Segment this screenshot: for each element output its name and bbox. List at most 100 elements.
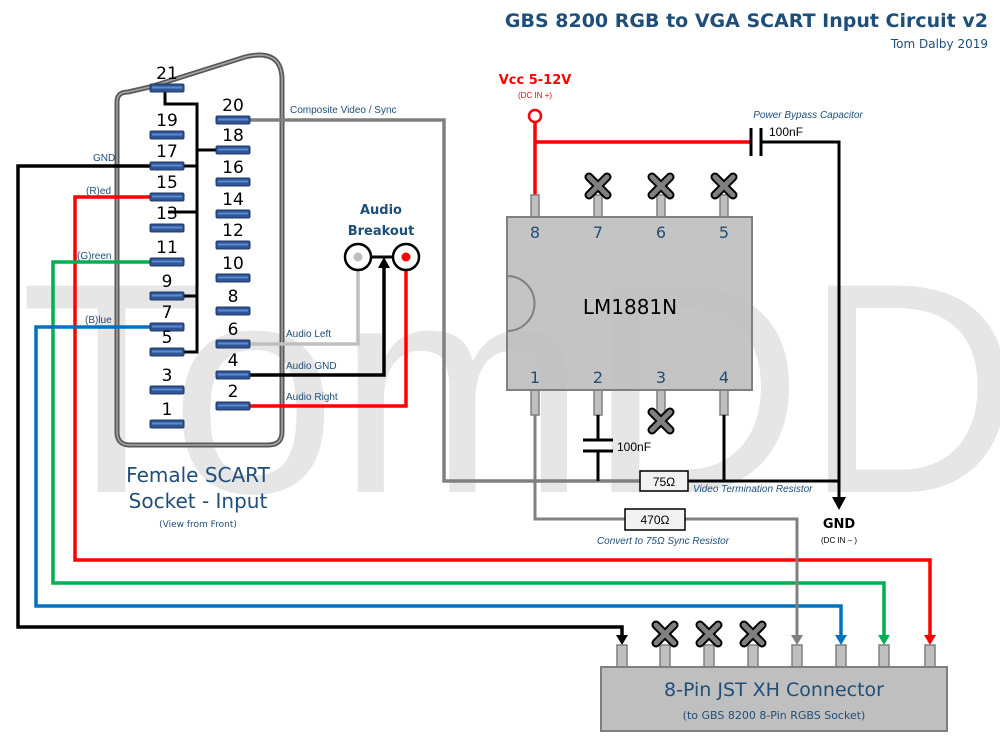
scart-left-pins: 21 19 17 15 13 11 9 7 5 3 1 [149, 64, 185, 429]
connector-pin [659, 644, 671, 668]
ic-pin-number: 2 [593, 368, 603, 387]
ic-leg-top [656, 194, 666, 218]
no-connect-icon [739, 620, 767, 648]
scart-pin-label: 21 [156, 64, 178, 84]
resistor-470-label: Convert to 75Ω Sync Resistor [597, 536, 730, 547]
wire-blue [34, 325, 843, 638]
vcc-terminal [527, 108, 543, 124]
connector-pin [703, 644, 715, 668]
vcc-note: (DC IN +) [518, 91, 552, 100]
jst-connector-body [600, 666, 948, 732]
scart-pin-label: 17 [156, 142, 178, 162]
wire-audio-gnd [250, 265, 386, 377]
scart-pin-label: 18 [222, 126, 244, 146]
bypass-cap-title: Power Bypass Capacitor [753, 110, 863, 121]
scart-pin-label: 4 [228, 351, 239, 371]
resistor-470 [624, 508, 686, 531]
scart-pin-label: 9 [162, 272, 173, 292]
ic-leg-bottom [719, 389, 729, 416]
wire-composite [250, 118, 640, 483]
ic-pin-number: 4 [719, 368, 729, 387]
ic-body [506, 216, 753, 391]
resistor-75-label: Video Termination Resistor [693, 484, 813, 495]
ic-pin-number: 7 [593, 223, 603, 242]
scart-pin-label: 20 [222, 96, 244, 116]
scart-caption-1: Female SCART [126, 463, 270, 487]
no-connect-icon [647, 407, 675, 435]
scart-pin-label: 13 [156, 204, 178, 224]
audio-title-1: Audio [360, 203, 402, 218]
no-connect-icon [710, 172, 738, 200]
no-connect-icon [647, 172, 675, 200]
scart-pin-label: 15 [156, 173, 178, 193]
scart-pin-label: 16 [222, 158, 244, 178]
page-title: GBS 8200 RGB to VGA SCART Input Circuit … [505, 10, 988, 32]
wire-audio-right [250, 265, 408, 408]
bypass-cap-value: 100nF [769, 125, 803, 139]
arrow-conn-sync [791, 635, 803, 645]
author-label: Tom Dalby 2019 [890, 37, 988, 51]
connector-pin [924, 644, 936, 668]
wire-green [51, 260, 886, 638]
wire-red [73, 195, 932, 638]
ic-legs [530, 172, 738, 435]
label-audio-gnd: Audio GND [286, 361, 337, 372]
arrow-conn-green [878, 635, 890, 645]
scart-pin-label: 2 [228, 382, 239, 402]
scart-pin-label: 11 [156, 238, 178, 258]
ic-leg-top [530, 194, 540, 218]
scart-pin-label: 19 [156, 111, 178, 131]
no-connect-icon [584, 172, 612, 200]
connector-pin [747, 644, 759, 668]
bypass-capacitor [749, 128, 763, 156]
scart-pin-label: 6 [228, 320, 239, 340]
audio-jacks [343, 242, 421, 272]
scart-pin-label: 1 [162, 400, 173, 420]
scart-pin-label: 7 [162, 303, 173, 323]
arrow-conn-red [924, 635, 936, 645]
scart-pin-label: 5 [162, 328, 173, 348]
resistor-75-value: 75Ω [653, 475, 675, 489]
pin2-cap-value: 100nF [617, 440, 651, 454]
label-audio-left: Audio Left [286, 329, 331, 340]
ic-pin-number: 6 [656, 223, 666, 242]
arrow-conn-gnd [616, 635, 628, 645]
scart-pin-label: 14 [222, 190, 244, 210]
ic-notch [506, 275, 536, 332]
wire-sync-out [685, 517, 799, 638]
label-composite: Composite Video / Sync [290, 105, 397, 116]
ic-pin-number: 3 [656, 368, 666, 387]
resistor-75 [639, 470, 689, 492]
scart-caption-2: Socket - Input [129, 489, 268, 513]
label-audio-right: Audio Right [286, 392, 338, 403]
connector-pin [878, 644, 890, 668]
ic-name: LM1881N [583, 295, 677, 319]
vcc-label: Vcc 5-12V [499, 73, 572, 88]
connector-subtitle: (to GBS 8200 8-Pin RGBS Socket) [683, 709, 866, 722]
connector-pins [616, 620, 936, 668]
wire-audio-left [250, 265, 360, 346]
pin2-capacitor [583, 438, 613, 453]
resistor-470-value: 470Ω [641, 513, 670, 527]
scart-pin-label: 3 [162, 366, 173, 386]
scart-pin-label: 10 [222, 254, 244, 274]
ic-leg-bottom [656, 389, 666, 416]
wire-pin1-sync [533, 415, 625, 521]
arrow-conn-blue [835, 635, 847, 645]
label-green: (G)reen [77, 251, 111, 262]
connector-pin [835, 644, 847, 668]
ic-leg-bottom [593, 389, 603, 416]
scart-pin-label: 12 [222, 221, 244, 241]
connector-pin [616, 644, 628, 668]
label-blue: (B)lue [85, 315, 112, 326]
label-red: (R)ed [86, 186, 111, 197]
scart-caption-note: (View from Front) [159, 520, 237, 530]
no-connect-icon [695, 620, 723, 648]
ic-pin-number: 1 [530, 368, 540, 387]
arrow-audio-gnd [378, 257, 390, 268]
ic-leg-top [719, 194, 729, 218]
no-connect-icon [651, 620, 679, 648]
